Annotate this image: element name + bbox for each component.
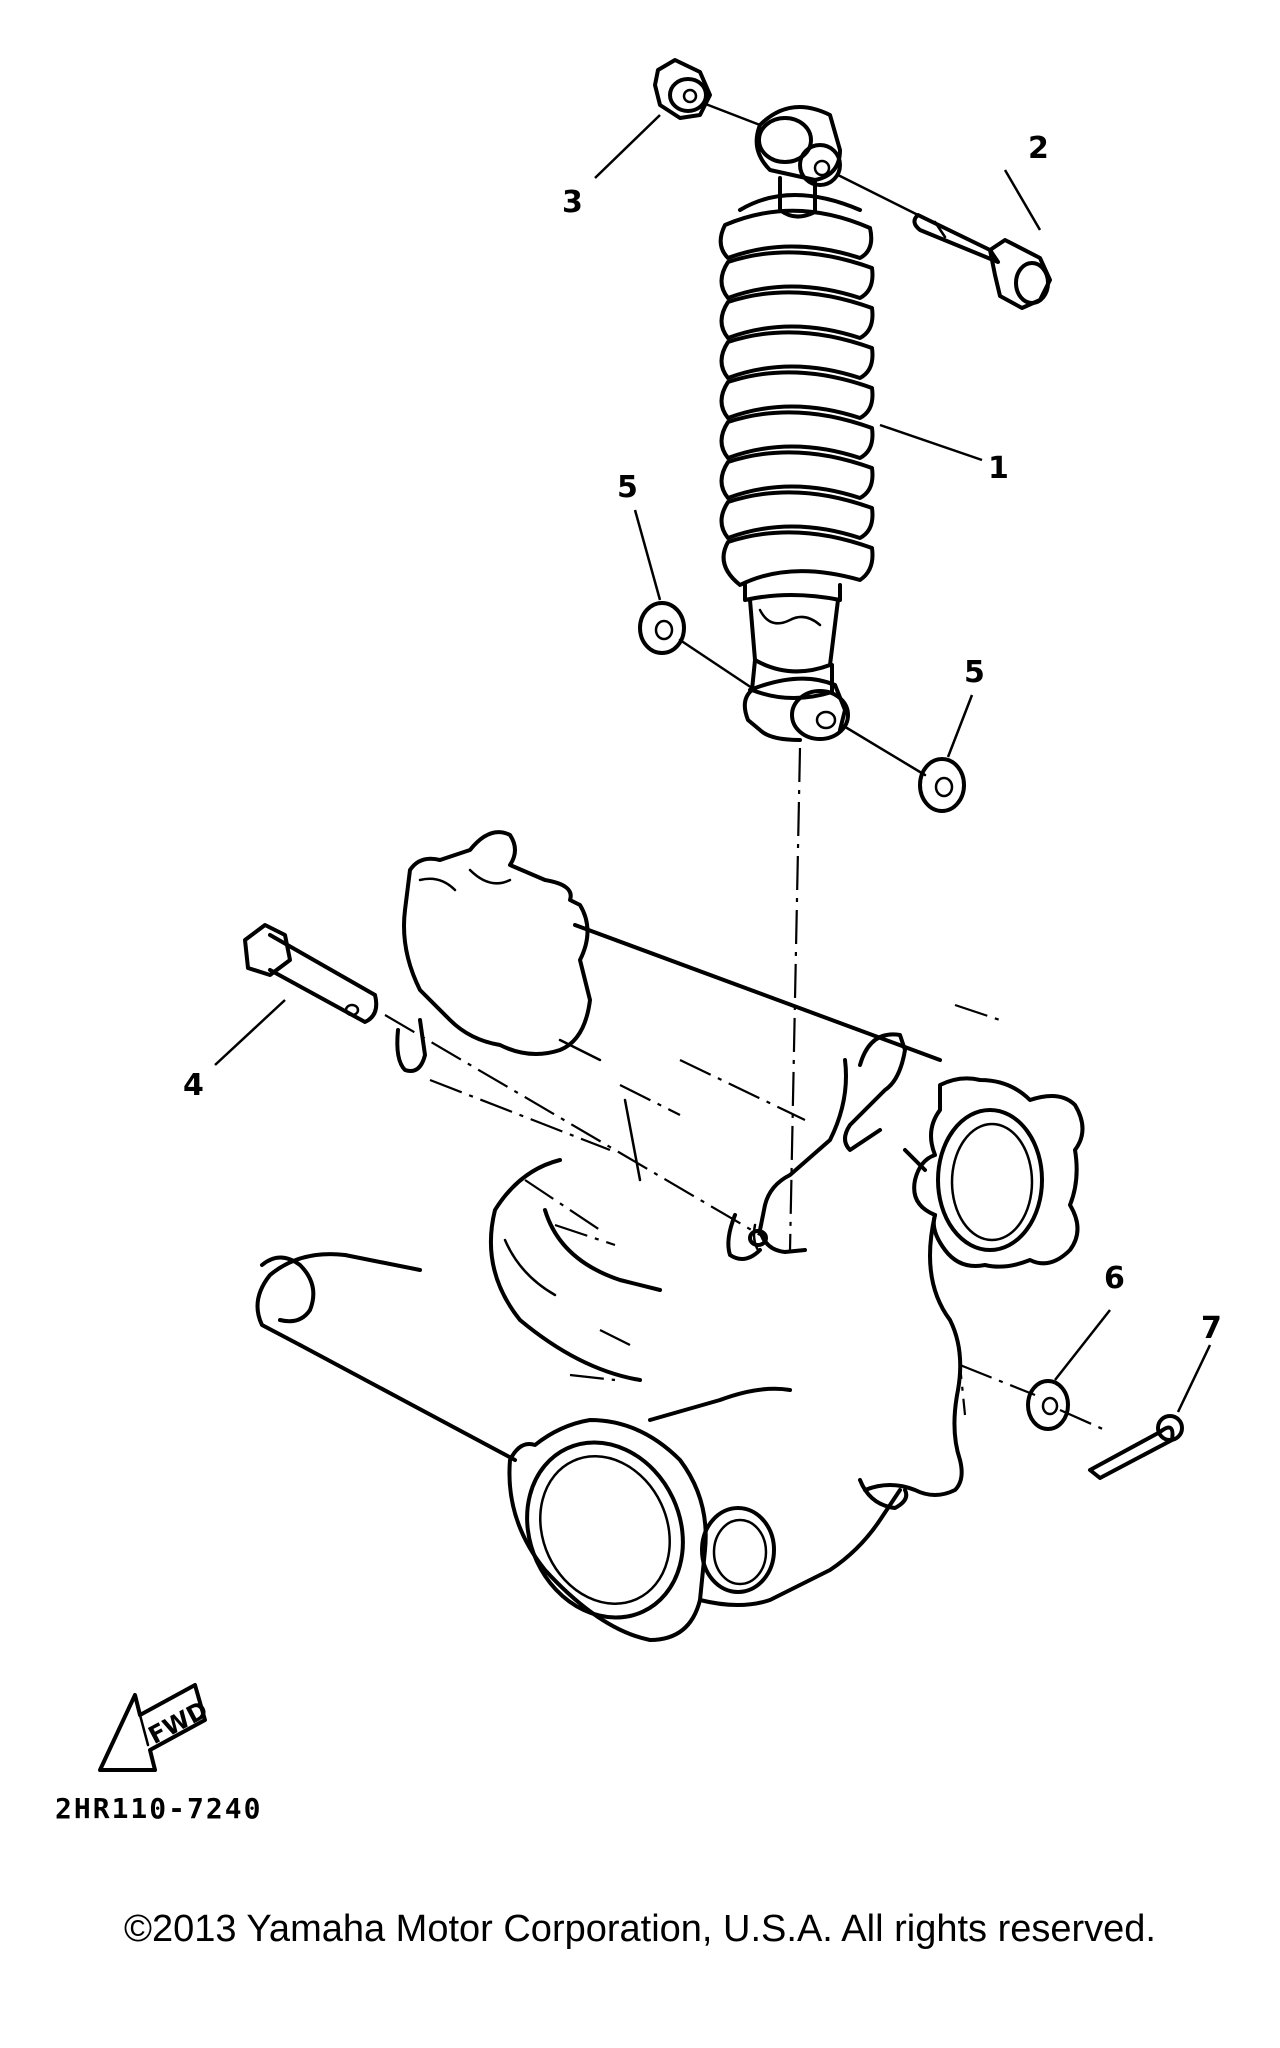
callout-1: 1 [988,451,1009,486]
rear-shock-absorber[interactable] [718,105,875,742]
callout-5-lower: 5 [964,655,985,690]
swingarm[interactable] [255,830,1085,1643]
leader-lines [214,114,1212,1413]
axle-washer[interactable] [1026,1379,1070,1431]
callout-7: 7 [1201,1311,1222,1346]
callout-6: 6 [1104,1261,1125,1296]
diagram-code: 2HR110-7240 [55,1792,262,1825]
shock-upper-bolt[interactable] [912,213,1052,310]
cotter-pin[interactable] [1088,1414,1184,1480]
callout-2: 2 [1028,131,1049,166]
callout-5-upper: 5 [617,470,638,505]
shock-upper-nut[interactable] [653,58,712,120]
copyright-notice: ©2013 Yamaha Motor Corporation, U.S.A. A… [124,1908,1156,1950]
fwd-label: FWD [144,1696,213,1750]
callout-3: 3 [562,185,583,220]
callout-4: 4 [183,1068,204,1103]
swingarm-pivot-bolt[interactable] [243,923,379,1024]
shock-washer-left[interactable] [638,601,686,655]
shock-washer-right[interactable] [918,757,966,813]
forward-direction-arrow: FWD [98,1683,213,1772]
assembly-lines [384,101,1106,1432]
